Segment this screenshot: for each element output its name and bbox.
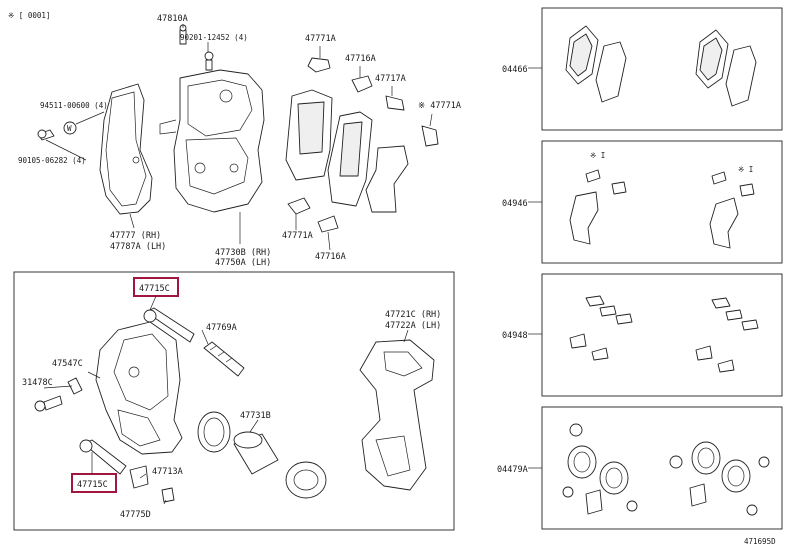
label-47722A: 47722A (LH) bbox=[385, 321, 441, 331]
piston-47731B[interactable] bbox=[233, 431, 279, 475]
guide-pin-boot[interactable] bbox=[203, 341, 245, 377]
cap-47775D[interactable] bbox=[161, 487, 175, 503]
clip-47717A[interactable] bbox=[385, 95, 405, 111]
label-47715C-top[interactable]: 47715C bbox=[139, 284, 170, 294]
dust-shield[interactable] bbox=[99, 83, 153, 215]
bleeder-31478C[interactable] bbox=[67, 377, 83, 395]
clip-47771A-top[interactable] bbox=[307, 57, 331, 73]
kit-04948[interactable] bbox=[528, 273, 783, 397]
caliper-assembly-box bbox=[13, 271, 455, 531]
label-47771A-right: ※ 47771A bbox=[418, 101, 461, 111]
label-90201: 90201-12452 (4) bbox=[180, 33, 248, 42]
kit-code-04479A: 04479A bbox=[497, 465, 528, 475]
washer-94511[interactable]: W bbox=[63, 121, 77, 135]
bolt-90201[interactable] bbox=[204, 51, 214, 71]
label-47721C: 47721C (RH) bbox=[385, 310, 441, 320]
kit-04466[interactable] bbox=[528, 7, 783, 131]
label-47775D: 47775D bbox=[120, 510, 151, 520]
brake-pad-outer[interactable] bbox=[327, 111, 373, 207]
label-47771A-bot: 47771A bbox=[282, 231, 313, 241]
clip-47716A-bot[interactable] bbox=[317, 215, 339, 233]
label-47716A-top: 47716A bbox=[345, 54, 376, 64]
brake-pad-inner[interactable] bbox=[285, 89, 333, 181]
clip-47771A-right[interactable] bbox=[421, 125, 439, 147]
dust-boot[interactable] bbox=[285, 461, 327, 499]
kit-code-04948: 04948 bbox=[502, 331, 528, 341]
label-47810A: 47810A bbox=[157, 14, 188, 24]
anti-squeal-shim[interactable] bbox=[365, 145, 409, 213]
clip-47716A-top[interactable] bbox=[351, 75, 373, 93]
label-47715C-bot[interactable]: 47715C bbox=[77, 480, 108, 490]
label-47713A: 47713A bbox=[152, 467, 183, 477]
kit-marker-right: ※ I bbox=[738, 165, 753, 174]
caliper-top[interactable] bbox=[159, 69, 265, 213]
label-47787A: 47787A (LH) bbox=[110, 242, 166, 252]
label-47717A: 47717A bbox=[375, 74, 406, 84]
slide-pin-top[interactable] bbox=[143, 307, 195, 343]
label-47731B: 47731B bbox=[240, 411, 271, 421]
label-90105: 90105-06282 (4) bbox=[18, 156, 86, 165]
leader-lines-top bbox=[45, 24, 433, 251]
label-47730B: 47730B (RH) bbox=[215, 248, 271, 258]
clip-47771A-bot[interactable] bbox=[287, 197, 311, 215]
leader-lines-lower bbox=[43, 295, 409, 505]
highlight-box-47715C-bot[interactable] bbox=[71, 473, 117, 493]
label-47771A-top: 47771A bbox=[305, 34, 336, 44]
kit-04946[interactable] bbox=[528, 140, 783, 264]
kit-code-04946: 04946 bbox=[502, 199, 528, 209]
kit-code-04466: 04466 bbox=[502, 65, 528, 75]
label-47716A-bot: 47716A bbox=[315, 252, 346, 262]
label-47777: 47777 (RH) bbox=[110, 231, 161, 241]
bolt-90105[interactable] bbox=[37, 129, 55, 141]
bolt-lower-left[interactable] bbox=[34, 395, 63, 412]
label-31478C: 31478C bbox=[22, 378, 53, 388]
label-94511: 94511-00600 (4) bbox=[40, 101, 108, 110]
bushing-47713A[interactable] bbox=[129, 465, 149, 489]
header-note: ※ [ 0001] bbox=[8, 11, 50, 20]
bleeder-47810A[interactable] bbox=[179, 24, 187, 45]
caliper-bracket[interactable] bbox=[359, 339, 435, 491]
caliper-body[interactable] bbox=[95, 321, 183, 455]
label-47750A: 47750A (LH) bbox=[215, 258, 271, 268]
kit-marker-left: ※ I bbox=[590, 151, 605, 160]
slide-pin-bottom[interactable] bbox=[79, 439, 127, 475]
label-47547C: 47547C bbox=[52, 359, 83, 369]
label-47769A: 47769A bbox=[206, 323, 237, 333]
piston-seal[interactable] bbox=[197, 411, 231, 453]
diagram-code: 471695D bbox=[744, 537, 776, 546]
svg-text:W: W bbox=[67, 124, 72, 133]
kit-04479A[interactable] bbox=[528, 406, 783, 530]
